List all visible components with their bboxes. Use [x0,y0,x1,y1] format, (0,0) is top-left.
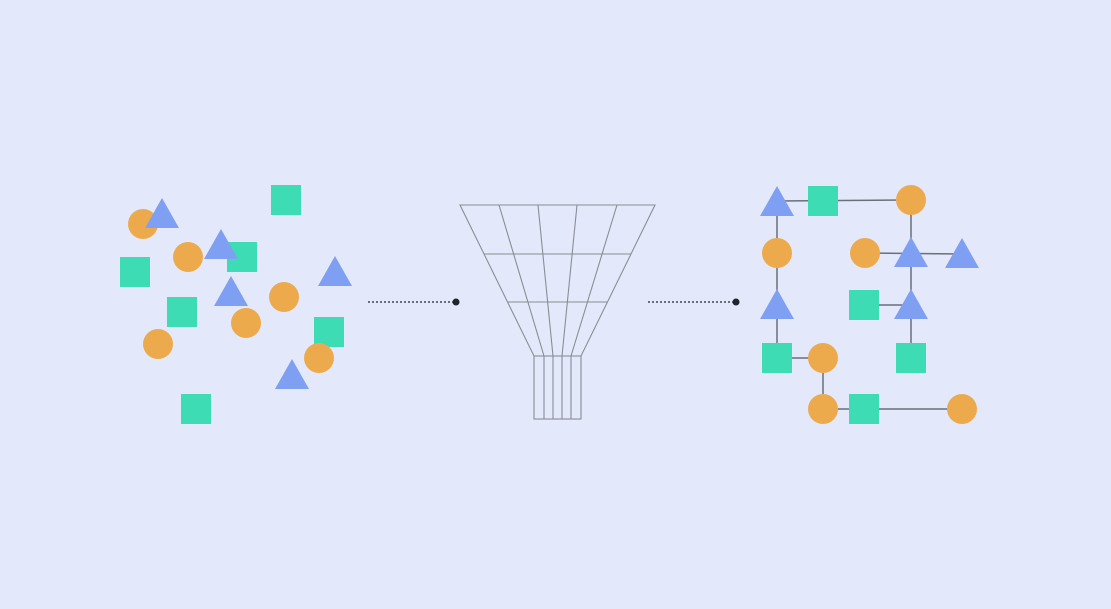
circle-shape [850,238,880,268]
funnel-rib [537,204,554,357]
circle-shape [173,242,203,272]
input-connector [368,298,460,306]
circle-shape [128,209,158,239]
funnel-outline [459,204,656,357]
square-shape [120,257,150,287]
square-shape [808,186,838,216]
circle-shape [269,282,299,312]
connector-dot [732,298,740,306]
square-shape [167,297,197,327]
triangle-shape [214,276,248,306]
square-shape [314,317,344,347]
square-shape [849,394,879,424]
circle-shape [947,394,977,424]
triangle-shape [760,289,794,319]
funnel-stem [533,355,582,420]
square-shape [271,185,301,215]
output-connector [648,298,740,306]
circle-shape [896,185,926,215]
unordered-shapes-cluster [120,185,352,424]
triangle-shape [145,198,179,228]
funnel-rib [498,204,545,357]
circle-shape [143,329,173,359]
circle-shape [808,394,838,424]
triangle-shape [275,359,309,389]
structured-shapes-network [760,185,979,424]
circle-shape [762,238,792,268]
triangle-shape [204,229,238,259]
circle-shape [231,308,261,338]
network-edge [776,199,912,202]
triangle-shape [760,186,794,216]
triangle-shape [894,237,928,267]
square-shape [762,343,792,373]
funnel-rib [561,204,578,357]
connector-dot [452,298,460,306]
square-shape [849,290,879,320]
funnel-icon [459,204,656,420]
square-shape [896,343,926,373]
circle-shape [304,343,334,373]
funnel-rib [570,204,618,357]
triangle-shape [945,238,979,268]
triangle-shape [318,256,352,286]
triangle-shape [894,289,928,319]
square-shape [181,394,211,424]
circle-shape [808,343,838,373]
